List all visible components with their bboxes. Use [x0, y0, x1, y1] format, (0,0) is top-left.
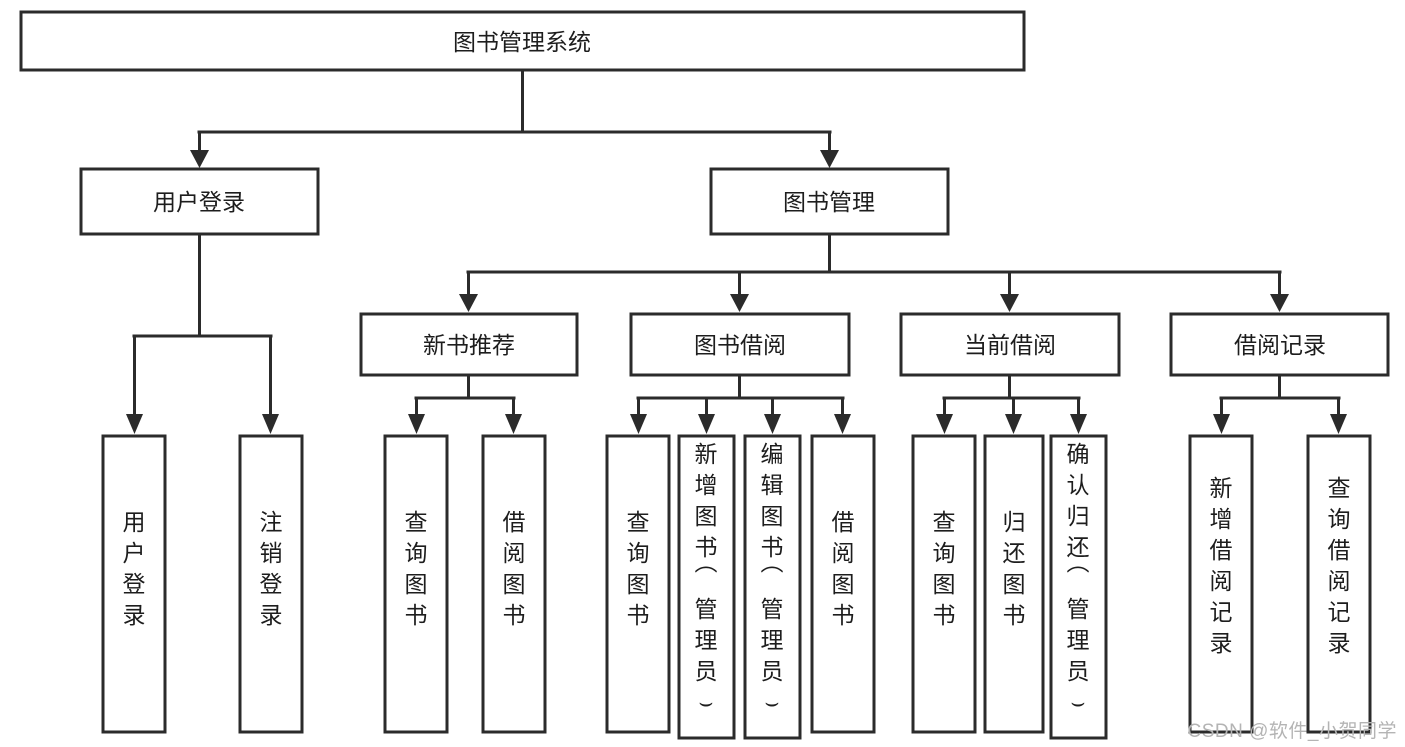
node-leaf-confirm-return-box[interactable]: [1049, 434, 1108, 740]
arrow-head-borrow-record: [1270, 294, 1289, 312]
csdn-watermark: CSDN @软件_小贺同学: [1187, 721, 1397, 742]
node-leaf-query-book-1-box[interactable]: [383, 434, 449, 734]
node-book-borrow-box[interactable]: [629, 312, 851, 377]
node-new-book-recommend-box[interactable]: [359, 312, 579, 377]
node-borrow-record[interactable]: 借阅记录: [1169, 312, 1390, 377]
connector-group-user-login-to-leaves: [126, 232, 279, 434]
node-user-login-label: 用户登录: [153, 189, 245, 215]
node-leaf-add-record[interactable]: 新增借阅记录: [1188, 434, 1254, 734]
arrow-head-leaf-query-record: [1330, 414, 1347, 434]
arrow-head-book-borrow: [730, 294, 749, 312]
node-leaf-confirm-return[interactable]: 确认归还⌒管理员⌣: [1049, 434, 1108, 740]
node-leaf-borrow-book-2-box[interactable]: [810, 434, 876, 734]
node-new-book-recommend[interactable]: 新书推荐: [359, 312, 579, 377]
node-leaf-return-book-box[interactable]: [983, 434, 1045, 734]
node-leaf-edit-book-box[interactable]: [743, 434, 802, 740]
node-current-borrow[interactable]: 当前借阅: [899, 312, 1121, 377]
node-leaf-user-login-box[interactable]: [101, 434, 167, 734]
node-leaf-query-book-1-label: 查询图书: [405, 509, 428, 628]
arrow-head-leaf-logout-login: [262, 414, 279, 434]
node-book-borrow[interactable]: 图书借阅: [629, 312, 851, 377]
node-leaf-borrow-book-1-box[interactable]: [481, 434, 547, 734]
node-book-manage[interactable]: 图书管理: [709, 167, 950, 236]
node-current-borrow-label: 当前借阅: [964, 332, 1056, 358]
node-leaf-add-record-box[interactable]: [1188, 434, 1254, 734]
node-leaf-edit-book-label: 编辑图书⌒管理员⌣: [761, 441, 784, 715]
connector-group-root-to-level2: [190, 68, 839, 168]
node-leaf-query-book-1[interactable]: 查询图书: [383, 434, 449, 734]
node-leaf-borrow-book-1-label: 借阅图书: [503, 509, 526, 628]
arrow-head-leaf-return-book: [1005, 414, 1022, 434]
arrow-head-leaf-query-book-2: [630, 414, 647, 434]
arrow-head-leaf-borrow-book-1: [505, 414, 522, 434]
node-leaf-edit-book[interactable]: 编辑图书⌒管理员⌣: [743, 434, 802, 740]
arrow-head-book-manage: [820, 150, 839, 168]
arrow-head-leaf-query-book-3: [936, 414, 953, 434]
node-leaf-query-book-2[interactable]: 查询图书: [605, 434, 671, 734]
node-leaf-logout-login-label: 注销登录: [260, 509, 283, 628]
arrow-head-leaf-query-book-1: [408, 414, 425, 434]
node-leaf-logout-login[interactable]: 注销登录: [238, 434, 304, 734]
node-leaf-add-book[interactable]: 新增图书⌒管理员⌣: [677, 434, 736, 740]
node-leaf-borrow-book-2-label: 借阅图书: [832, 509, 855, 628]
node-current-borrow-box[interactable]: [899, 312, 1121, 377]
node-root-label: 图书管理系统: [453, 29, 591, 55]
connector-group-book-manage-to-level3: [459, 232, 1289, 312]
node-leaf-return-book-label: 归还图书: [1003, 509, 1026, 628]
node-leaf-query-book-2-box[interactable]: [605, 434, 671, 734]
node-leaf-query-book-3-box[interactable]: [911, 434, 977, 734]
connector-group-book-borrow-to-leaves: [630, 373, 851, 434]
arrow-head-user-login: [190, 150, 209, 168]
node-leaf-query-book-3[interactable]: 查询图书: [911, 434, 977, 734]
connector-group-new-book-recommend-to-leaves: [408, 373, 522, 434]
node-new-book-recommend-label: 新书推荐: [423, 332, 515, 358]
arrow-head-leaf-add-book: [698, 414, 715, 434]
node-borrow-record-box[interactable]: [1169, 312, 1390, 377]
node-leaf-borrow-book-1[interactable]: 借阅图书: [481, 434, 547, 734]
node-leaf-query-book-3-label: 查询图书: [933, 509, 956, 628]
node-leaf-add-book-box[interactable]: [677, 434, 736, 740]
node-book-manage-label: 图书管理: [783, 189, 875, 215]
arrow-head-leaf-add-record: [1213, 414, 1230, 434]
node-leaf-add-record-label: 新增借阅记录: [1210, 475, 1233, 656]
arrow-head-leaf-confirm-return: [1070, 414, 1087, 434]
node-leaf-borrow-book-2[interactable]: 借阅图书: [810, 434, 876, 734]
node-user-login[interactable]: 用户登录: [79, 167, 320, 236]
node-leaf-query-record-box[interactable]: [1306, 434, 1372, 734]
connector-group-borrow-record-to-leaves: [1213, 373, 1347, 434]
node-leaf-query-book-2-label: 查询图书: [627, 509, 650, 628]
node-book-borrow-label: 图书借阅: [694, 332, 786, 358]
node-leaf-query-record[interactable]: 查询借阅记录: [1306, 434, 1372, 734]
node-root-box[interactable]: [19, 10, 1026, 72]
node-leaf-user-login[interactable]: 用户登录: [101, 434, 167, 734]
arrow-head-leaf-edit-book: [764, 414, 781, 434]
node-borrow-record-label: 借阅记录: [1234, 332, 1326, 358]
arrow-head-leaf-user-login: [126, 414, 143, 434]
arrow-head-current-borrow: [1000, 294, 1019, 312]
node-leaf-logout-login-box[interactable]: [238, 434, 304, 734]
node-leaf-confirm-return-label: 确认归还⌒管理员⌣: [1067, 441, 1090, 715]
arrow-head-leaf-borrow-book-2: [834, 414, 851, 434]
node-leaf-query-record-label: 查询借阅记录: [1328, 475, 1351, 656]
node-leaf-user-login-label: 用户登录: [123, 509, 146, 628]
node-user-login-box[interactable]: [79, 167, 320, 236]
arrow-head-new-book-recommend: [459, 294, 478, 312]
connector-group-current-borrow-to-leaves: [936, 373, 1087, 434]
node-root[interactable]: 图书管理系统: [19, 10, 1026, 72]
node-leaf-add-book-label: 新增图书⌒管理员⌣: [695, 441, 718, 715]
node-leaf-return-book[interactable]: 归还图书: [983, 434, 1045, 734]
node-book-manage-box[interactable]: [709, 167, 950, 236]
